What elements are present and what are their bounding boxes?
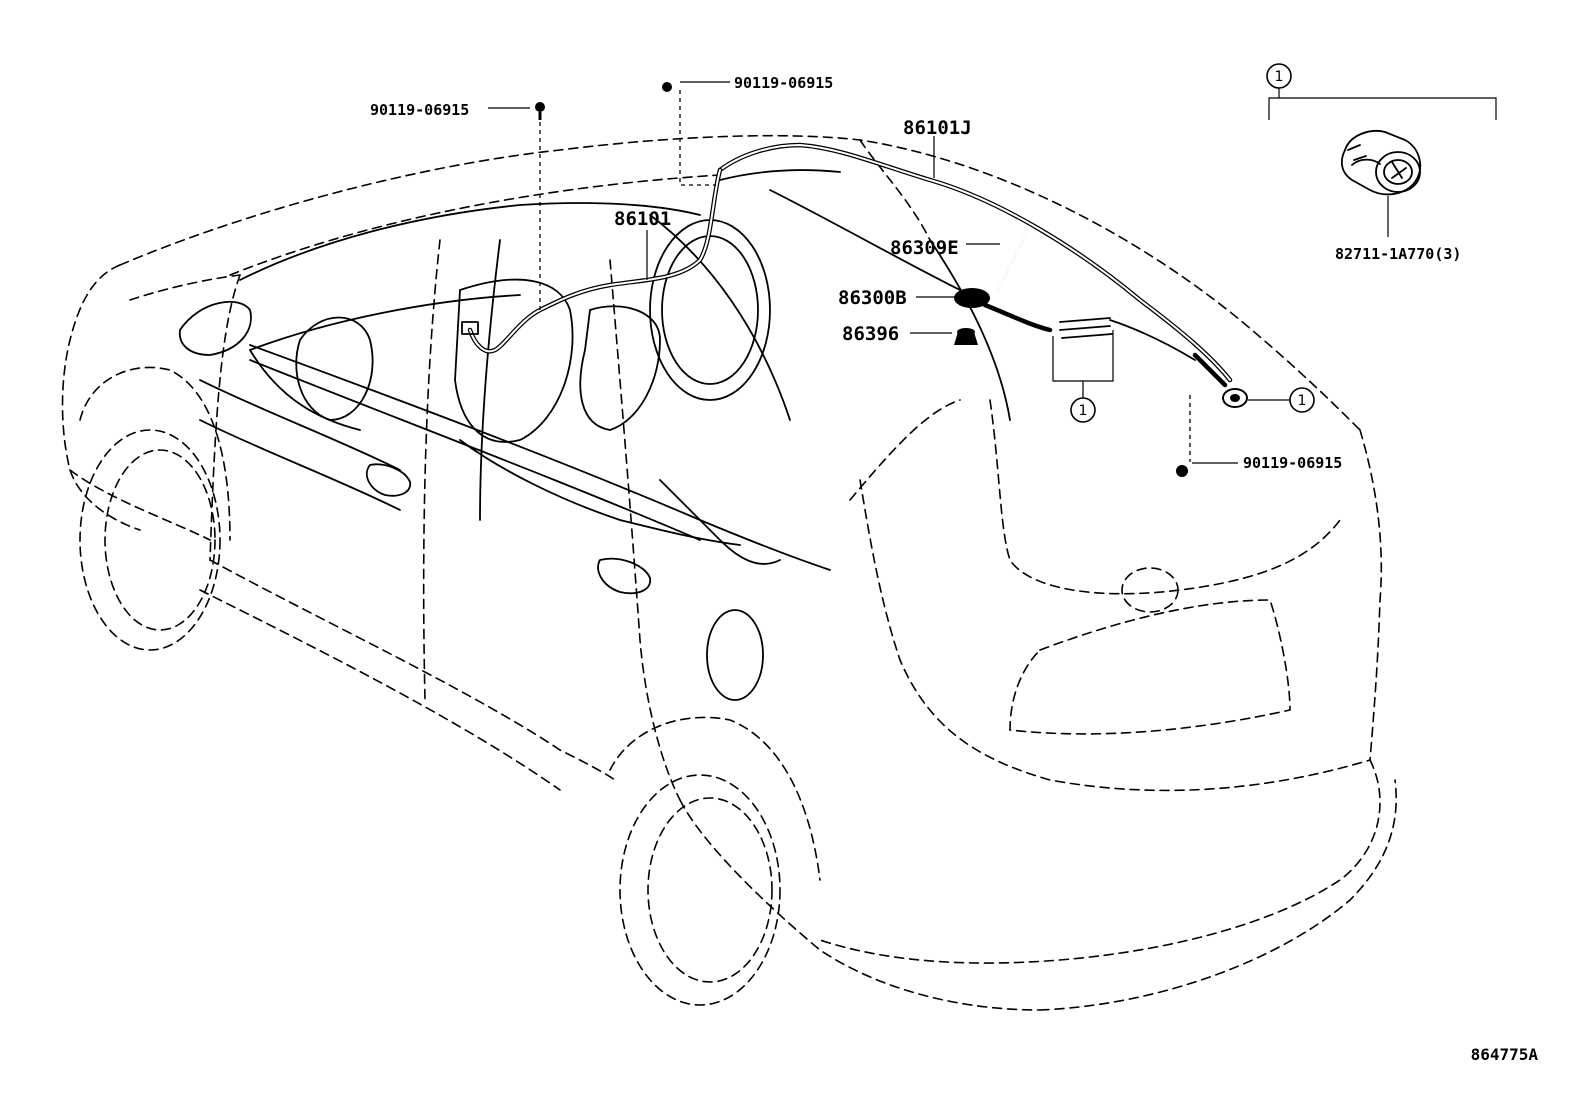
bolt-left (535, 102, 545, 312)
cord-clamps-callout-text: 1 (1079, 403, 1088, 419)
label-cord-front: 86101 (614, 208, 671, 230)
antenna-base (954, 288, 1196, 361)
bolt-right (1176, 395, 1191, 477)
rear-clip (1222, 388, 1248, 408)
label-base: 86300B (838, 287, 907, 309)
antenna-cord-86101J (717, 142, 1233, 388)
label-cord-roof: 86101J (903, 117, 972, 139)
label-bolt-right: 90119-06915 (1243, 454, 1342, 472)
label-pole: 86309E (890, 237, 959, 259)
clamp-icon (1340, 130, 1422, 196)
label-cap: 86396 (842, 323, 899, 345)
antenna-cap (954, 328, 978, 345)
car-interior (178, 169, 1011, 701)
legend-callout: 1 (1266, 63, 1292, 89)
antenna-cord-86101 (467, 167, 723, 354)
rear-clip-callout-text: 1 (1298, 393, 1307, 409)
bolt-top (662, 82, 716, 186)
diagram-reference-code: 864775A (1471, 1045, 1539, 1064)
legend-callout-text: 1 (1275, 69, 1284, 85)
antenna-pole (997, 229, 1029, 291)
cord-clamps-callout: 1 (1070, 397, 1096, 423)
rear-clip-callout: 1 (1289, 387, 1315, 413)
front-wheel (79, 366, 231, 651)
label-bolt-top: 90119-06915 (734, 74, 833, 92)
front-clip (461, 321, 479, 335)
label-bolt-left: 90119-06915 (370, 101, 469, 119)
car-body-outline (61, 134, 1397, 1011)
label-clamp: 82711-1A770(3) (1335, 245, 1461, 263)
rear-wheel (609, 716, 821, 1006)
leader-lines (488, 81, 1497, 464)
